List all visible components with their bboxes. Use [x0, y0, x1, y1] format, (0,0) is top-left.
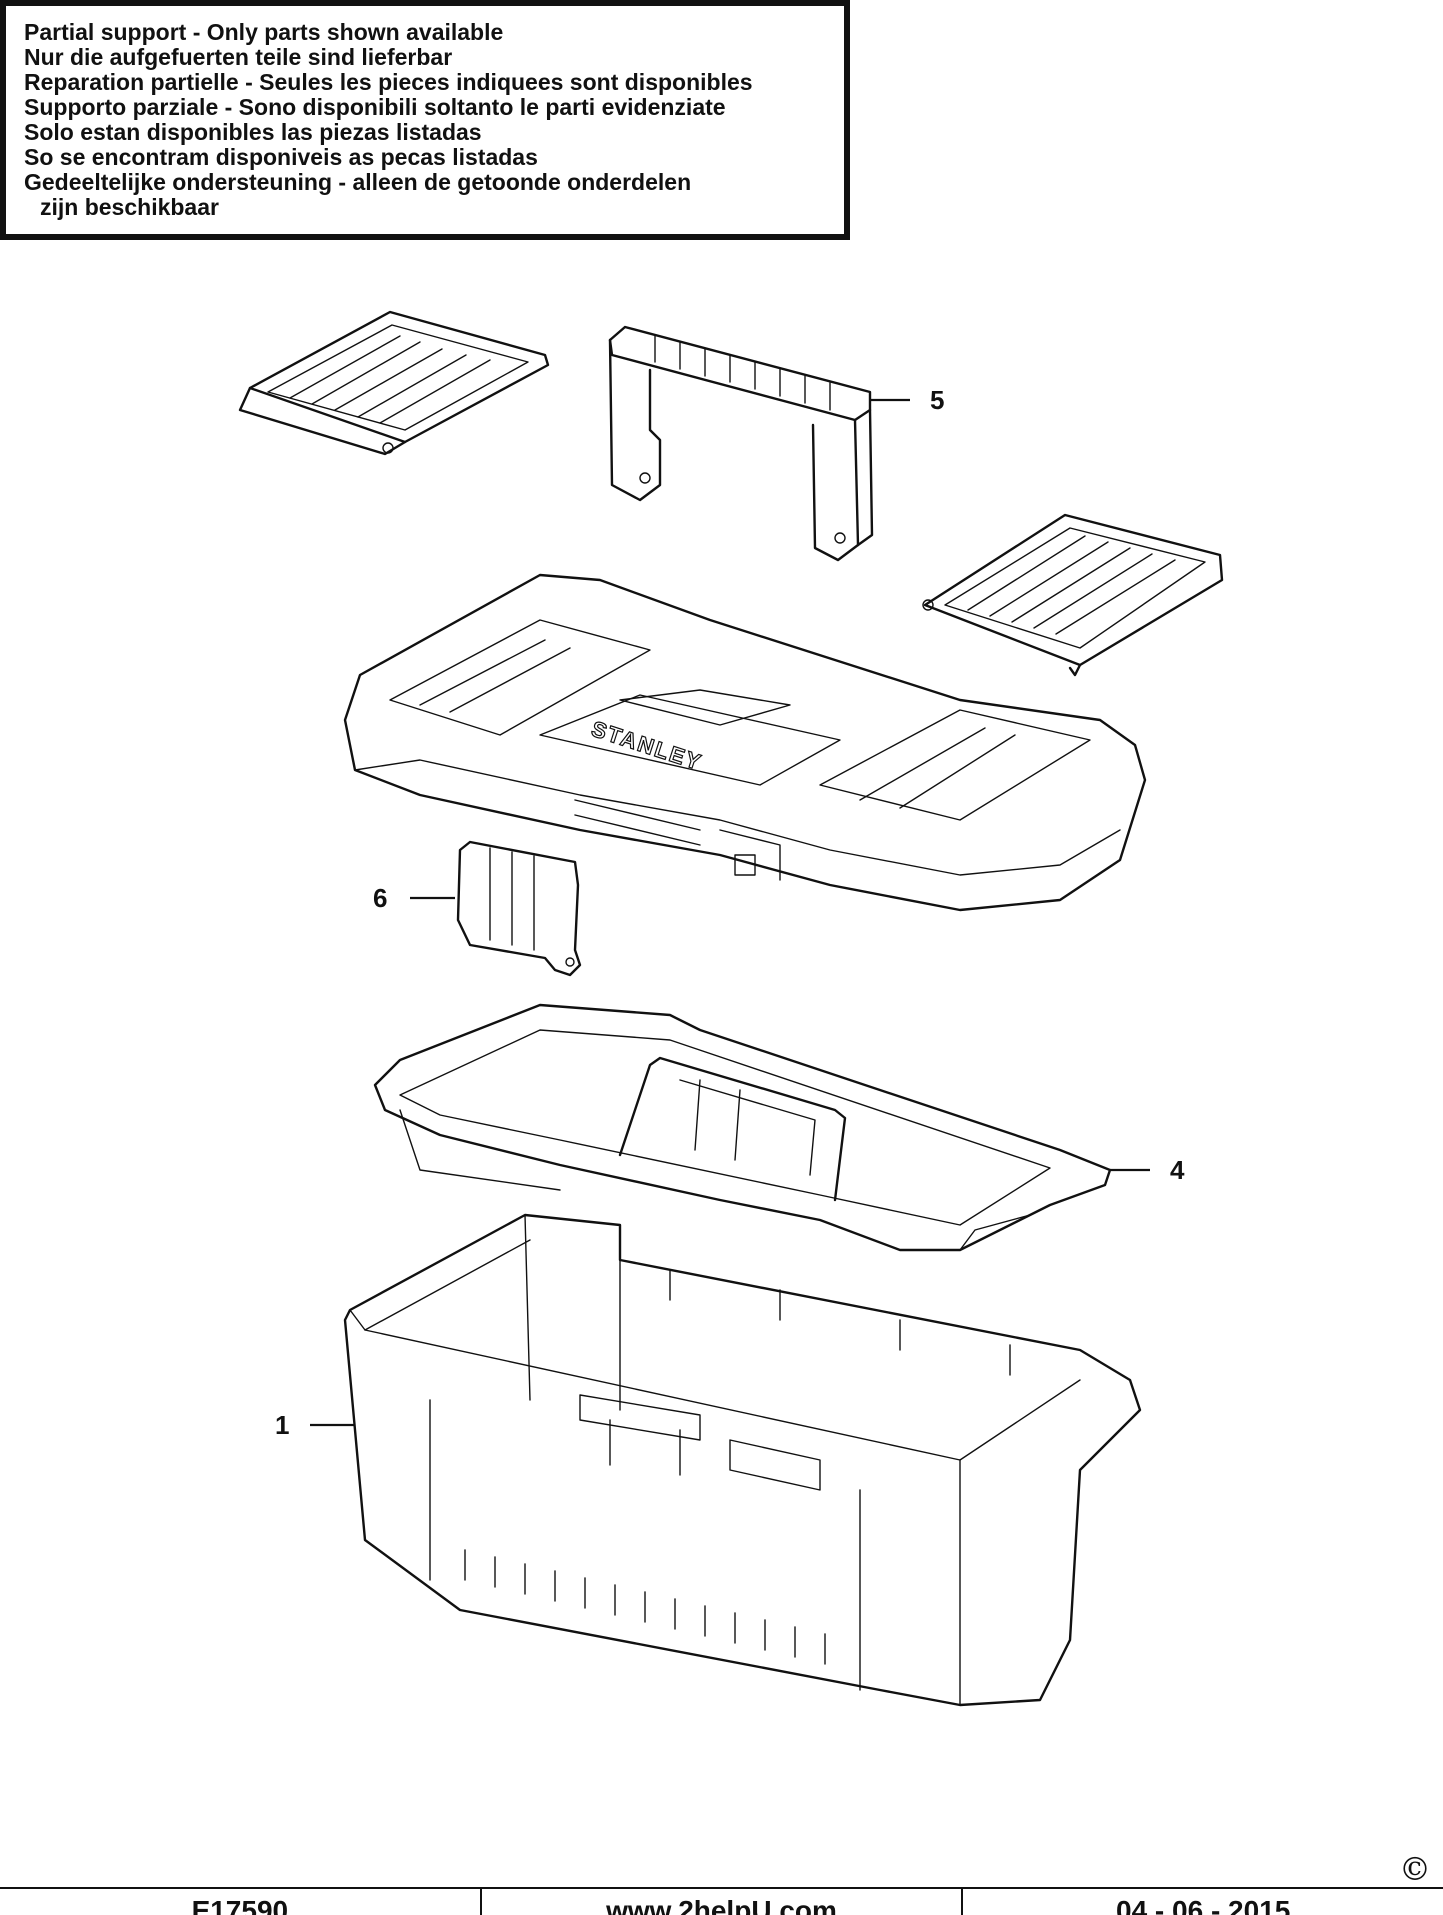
callout-1: 1: [275, 1410, 289, 1440]
footer-website[interactable]: www.2helpU.com: [482, 1889, 964, 1915]
notice-line-english: Partial support - Only parts shown avail…: [24, 19, 504, 45]
copyright-mark: ©: [1399, 1850, 1431, 1888]
footer-model-code: E17590: [0, 1889, 482, 1915]
notice-line-portuguese: So se encontram disponiveis as pecas lis…: [24, 144, 538, 170]
notice-line-dutch: Gedeeltelijke ondersteuning - alleen de …: [24, 169, 692, 195]
lid-brand-logo: STANLEY: [588, 716, 705, 775]
notice-line-italian: Supporto parziale - Sono disponibili sol…: [24, 94, 726, 120]
partial-support-notice: Partial support - Only parts shown avail…: [0, 0, 850, 240]
lid-part: STANLEY: [343, 573, 1147, 912]
box-part: [343, 1213, 1142, 1707]
footer-date: 04 - 06 - 2015: [1116, 1895, 1291, 1915]
tray-part: [373, 1003, 1112, 1252]
notice-line-french: Reparation partielle - Seules les pieces…: [24, 69, 753, 95]
right-lid-tray: [922, 513, 1224, 677]
left-lid-tray: [238, 310, 550, 456]
latch-part: [456, 840, 582, 977]
notice-line-german: Nur die aufgefuerten teile sind lieferba…: [24, 44, 453, 70]
callout-6: 6: [373, 883, 387, 913]
notice-line-spanish: Solo estan disponibles las piezas listad…: [24, 119, 482, 145]
callout-5: 5: [930, 385, 944, 415]
notice-line-dutch-cont: zijn beschikbaar: [40, 194, 219, 220]
callout-4: 4: [1170, 1155, 1185, 1185]
handle-part: [608, 325, 874, 562]
footer-bar: E17590 www.2helpU.com 04 - 06 - 2015: [0, 1887, 1443, 1915]
